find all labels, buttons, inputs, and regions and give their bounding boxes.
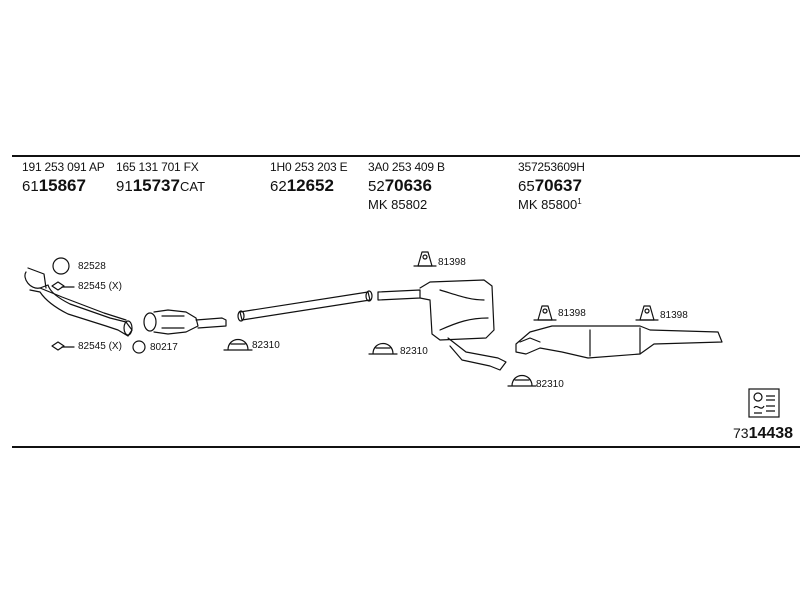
gasket-ring-icon[interactable] <box>52 257 70 275</box>
oe-number: 3A0 253 409 B <box>368 160 445 174</box>
oe-number: 191 253 091 AP <box>22 160 105 174</box>
label-hanger-3: 81398 <box>660 310 688 321</box>
bolt-lower-icon[interactable] <box>51 341 75 351</box>
mounting-kit-number: MK 858001 <box>518 197 582 212</box>
part-column-intermediate-pipe[interactable]: 1H0 253 203 E 6212652 <box>270 160 348 196</box>
kit-box-icon <box>748 388 780 418</box>
oe-number: 357253609H <box>518 160 585 174</box>
catalog-number: 6212652 <box>270 176 334 195</box>
catalog-number: 6570637 <box>518 176 582 195</box>
label-clamp-1: 82310 <box>252 340 280 351</box>
mounting-kit-number: MK 85802 <box>368 197 428 212</box>
label-clamp-2: 82310 <box>400 346 428 357</box>
front-pipe[interactable] <box>24 267 133 337</box>
part-column-front-pipe[interactable]: 191 253 091 AP 6115867 <box>22 160 105 196</box>
middle-silencer[interactable] <box>377 279 507 371</box>
clamp-3-icon[interactable] <box>507 374 537 387</box>
rear-silencer[interactable] <box>515 325 723 359</box>
hanger-3-icon[interactable] <box>635 305 659 321</box>
label-hanger-1: 81398 <box>438 257 466 268</box>
hanger-2-icon[interactable] <box>533 305 557 321</box>
bolt-upper-icon[interactable] <box>51 281 75 291</box>
clamp-2-icon[interactable] <box>368 342 398 355</box>
bottom-divider <box>12 446 800 448</box>
label-bolt-upper: 82545 (X) <box>78 281 122 292</box>
label-gasket: 82528 <box>78 261 106 272</box>
part-column-catalyst[interactable]: 165 131 701 FX 9115737CAT <box>116 160 205 196</box>
catalog-number: 9115737CAT <box>116 176 206 195</box>
label-clamp-3: 82310 <box>536 379 564 390</box>
label-hanger-2: 81398 <box>558 308 586 319</box>
oe-number: 1H0 253 203 E <box>270 160 348 174</box>
part-column-rear-silencer[interactable]: 357253609H 6570637 MK 858001 <box>518 160 585 212</box>
label-ring: 80217 <box>150 342 178 353</box>
sealing-ring-icon[interactable] <box>132 340 146 354</box>
catalytic-converter[interactable] <box>143 309 227 335</box>
part-column-middle-silencer[interactable]: 3A0 253 409 B 5270636 MK 85802 <box>368 160 445 212</box>
oe-number: 165 131 701 FX <box>116 160 199 174</box>
catalog-number: 5270636 <box>368 176 432 195</box>
clamp-1-icon[interactable] <box>223 338 253 351</box>
intermediate-pipe[interactable] <box>237 290 373 322</box>
hanger-1-icon[interactable] <box>413 251 437 267</box>
catalog-number: 6115867 <box>22 176 86 195</box>
label-bolt-lower: 82545 (X) <box>78 341 122 352</box>
top-divider <box>12 155 800 157</box>
kit-total-number: 7314438 <box>733 425 794 442</box>
